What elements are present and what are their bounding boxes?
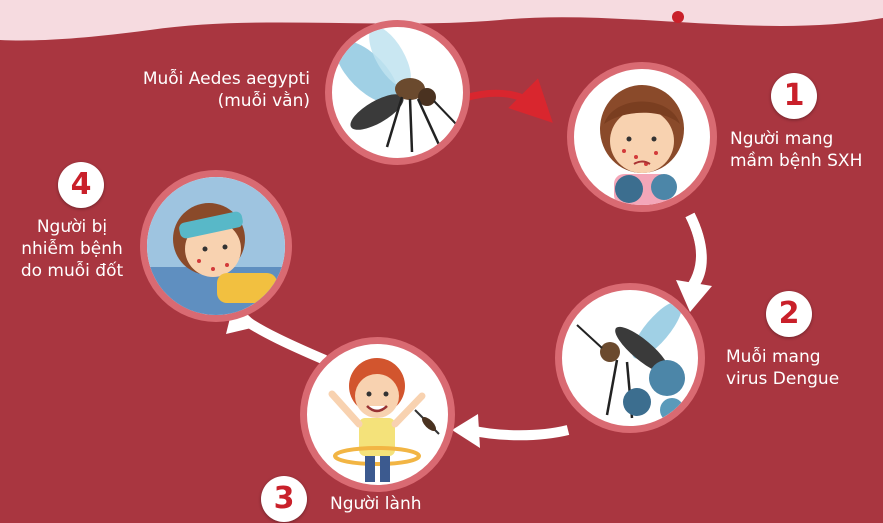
step-1-label-line-2: mầm bệnh SXH bbox=[730, 150, 880, 172]
mosquito-label-line-1: Muỗi Aedes aegypti bbox=[90, 68, 310, 90]
healthy-boy-illustration bbox=[307, 344, 448, 485]
step-4-label: Người bị nhiễm bệnh do muỗi đốt bbox=[2, 216, 142, 282]
step-4-label-line-2: nhiễm bệnh bbox=[2, 238, 142, 260]
sick-person-circle bbox=[567, 62, 717, 212]
step-4-label-line-3: do muỗi đốt bbox=[2, 260, 142, 282]
sick-boy-illustration bbox=[147, 177, 285, 315]
mosquito-label: Muỗi Aedes aegypti (muỗi vằn) bbox=[90, 68, 310, 112]
step-4-label-line-1: Người bị bbox=[2, 216, 142, 238]
infected-person-circle bbox=[140, 170, 292, 322]
step-1-label-line-1: Người mang bbox=[730, 128, 880, 150]
step-2-label-line-1: Muỗi mang bbox=[726, 346, 876, 368]
step-2-number: 2 bbox=[766, 291, 812, 337]
arrow-2-to-3 bbox=[470, 430, 568, 435]
healthy-person-circle bbox=[300, 337, 455, 492]
mosquito-label-line-2: (muỗi vằn) bbox=[90, 90, 310, 112]
sick-girl-illustration bbox=[574, 69, 710, 205]
mosquito-circle bbox=[325, 20, 470, 165]
step-4-number: 4 bbox=[58, 162, 104, 208]
step-1-label: Người mang mầm bệnh SXH bbox=[730, 128, 880, 172]
red-arrow bbox=[465, 93, 538, 108]
step-1-number: 1 bbox=[771, 73, 817, 119]
step-2-label-line-2: virus Dengue bbox=[726, 368, 876, 390]
virus-mosquito-illustration bbox=[562, 290, 698, 426]
step-3-label-line-1: Người lành bbox=[330, 493, 480, 515]
step-3-number: 3 bbox=[261, 476, 307, 522]
step-2-label: Muỗi mang virus Dengue bbox=[726, 346, 876, 390]
step-3-label: Người lành bbox=[330, 493, 480, 515]
mosquito-illustration bbox=[332, 27, 463, 158]
infected-mosquito-circle bbox=[555, 283, 705, 433]
